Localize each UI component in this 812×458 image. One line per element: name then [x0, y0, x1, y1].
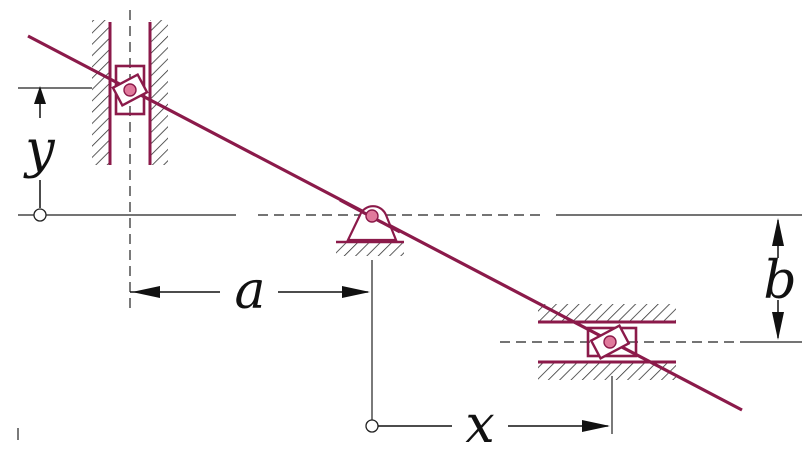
reference-lines: [17, 10, 802, 440]
label-a: a: [234, 261, 265, 321]
pins: [123, 83, 617, 349]
horizontal-guide-hatching: [538, 304, 676, 380]
pin-pivot: [365, 209, 379, 223]
label-b: b: [763, 251, 796, 311]
dimension-a: a: [130, 261, 370, 321]
origin-circle-left: [33, 208, 47, 222]
pin-bottom: [603, 335, 617, 349]
dimension-b: b: [763, 218, 797, 340]
origin-circle-bottom: [365, 419, 379, 433]
vertical-guide-hatching: [92, 20, 168, 165]
horizontal-slider-block: [586, 326, 638, 358]
origin-markers: [33, 208, 379, 433]
label-y: y: [23, 120, 55, 180]
pin-top: [123, 83, 137, 97]
dimension-x: x: [378, 395, 610, 455]
pivot-ground-hatching: [336, 242, 404, 256]
label-x: x: [465, 395, 494, 455]
dimension-y: y: [23, 86, 55, 208]
